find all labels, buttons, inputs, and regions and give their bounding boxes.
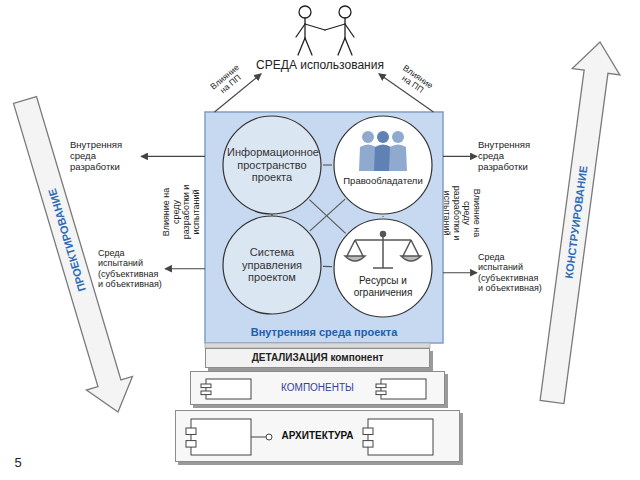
node-text: АРХИТЕКТУРА	[282, 430, 354, 442]
connector	[443, 156, 477, 157]
component-symbol	[368, 419, 433, 455]
layer-box: КОМПОНЕНТЫ	[190, 371, 445, 405]
node-text: Информационное пространство проекта	[227, 146, 317, 184]
node-text: Ресурсы и ограничения	[344, 275, 422, 298]
side-label: Среда испытаний (субъективная и объектив…	[478, 252, 544, 293]
layer-box: ДЕТАЛИЗАЦИЯ компонент	[205, 348, 430, 368]
component-symbol	[381, 379, 426, 399]
circle-outline	[334, 116, 432, 214]
layer-box: АРХИТЕКТУРА	[175, 410, 460, 462]
side-label: Внутренняя среда разработки	[478, 140, 544, 173]
node-text: Внутренняя среда разработки	[70, 140, 140, 173]
node-text: КОМПОНЕНТЫ	[281, 382, 354, 394]
connector	[443, 272, 477, 273]
person-body	[344, 18, 345, 38]
side-label: Внутренняя среда разработки	[70, 140, 140, 173]
component-port	[186, 441, 196, 447]
node-text: Внутренняя среда разработки	[478, 140, 544, 173]
process-label: ПРОЕКТИРОВАНИЕ	[46, 187, 88, 293]
node-decoration	[333, 218, 433, 318]
person-leg	[298, 38, 305, 55]
process-label: КОНСТРУИРОВАНИЕ	[562, 165, 589, 279]
node-text: ДЕТАЛИЗАЦИЯ компонент	[252, 352, 384, 364]
connector	[310, 199, 345, 231]
edge-label: Влияние на ПП	[206, 61, 250, 102]
component-symbol	[206, 379, 251, 399]
circle-node: Система управления проектом	[222, 215, 322, 315]
node-text: Среда испытаний (субъективная и объектив…	[98, 248, 164, 289]
project-area: Внутренняя среда проекта Информационное п…	[205, 112, 443, 343]
person-head	[339, 6, 351, 18]
person-arm	[305, 24, 325, 30]
circle-node: Правообладатели	[333, 115, 433, 215]
component-port	[363, 428, 373, 434]
edge-label: Влияние на ПП	[392, 61, 437, 100]
person-leg	[338, 38, 345, 55]
person-icon	[389, 131, 407, 171]
node-decoration	[333, 115, 433, 215]
node-text: Среда испытаний (субъективная и объектив…	[478, 252, 544, 293]
construction-arrow	[540, 42, 620, 404]
component-symbol	[191, 419, 251, 455]
person-leg	[305, 38, 312, 55]
connector	[165, 268, 205, 269]
component-port	[376, 391, 386, 395]
connector	[309, 200, 345, 234]
node-text: Внутренняя среда проекта	[251, 326, 398, 339]
component-port	[201, 384, 211, 388]
interface-line	[251, 437, 266, 438]
person-arm	[345, 24, 354, 37]
connector	[141, 156, 205, 157]
project-area-fill	[205, 112, 443, 343]
circle-outline	[223, 216, 321, 314]
node-text: Система управления проектом	[229, 246, 315, 284]
circle-outline	[223, 116, 321, 214]
page-number: 5	[14, 456, 21, 470]
person-arm	[296, 24, 305, 37]
circle-outline	[334, 219, 432, 317]
person-arm	[325, 24, 345, 30]
component-port	[186, 428, 196, 434]
scales-icon	[345, 232, 421, 269]
side-label: Среда испытаний (субъективная и объектив…	[98, 248, 164, 289]
person-head	[299, 6, 311, 18]
interface-socket	[266, 434, 272, 440]
connector	[323, 266, 332, 267]
influence-note: Влияние на среду разработки и испытаний	[441, 177, 481, 249]
handshake-figures	[296, 6, 354, 55]
person-body	[304, 18, 305, 38]
circle-node: Ресурсы и ограничения	[333, 218, 433, 318]
node-text: Правообладатели	[343, 176, 422, 187]
component-port	[201, 391, 211, 395]
influence-note: Влияние на среду разработки и испытаний	[162, 176, 202, 248]
environment-label: СРЕДА использования	[250, 58, 390, 74]
component-port	[376, 384, 386, 388]
connector	[323, 164, 332, 165]
person-leg	[345, 38, 352, 55]
component-port	[363, 441, 373, 447]
connector	[382, 216, 383, 217]
node-text: СРЕДА использования	[256, 59, 384, 73]
circle-node: Информационное пространство проекта	[222, 115, 322, 215]
